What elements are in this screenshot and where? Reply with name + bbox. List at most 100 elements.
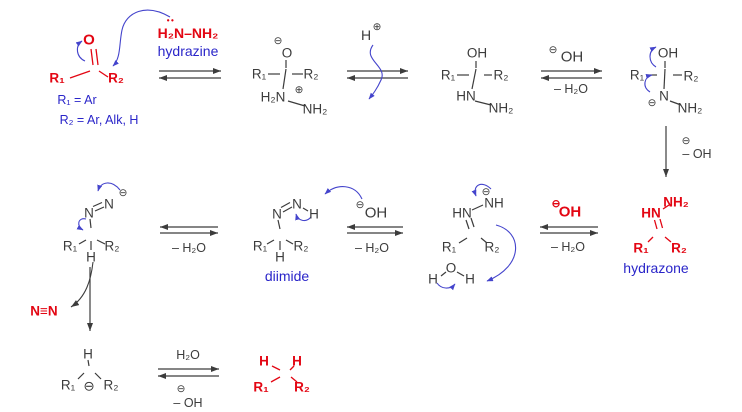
eq3-minus-water-label: – H₂O — [553, 81, 589, 96]
equilibrium-arrows-1 — [159, 68, 221, 81]
zwitterion-NH2-label: NH₂ — [302, 101, 328, 117]
curved-arrow-cn-break-icon — [76, 218, 87, 231]
carbanion-bonds — [77, 359, 102, 380]
alkoxide-R2-label: R₂ — [683, 68, 699, 84]
diimide-CH-label: H — [275, 249, 285, 265]
diimide-R2-label: R₂ — [293, 238, 309, 254]
eq6-minus-water-label: – H₂O — [171, 240, 207, 255]
hydrazone-HN-label: HN — [641, 205, 661, 221]
equilibrium-arrows-7 — [158, 366, 219, 379]
zwitterion-plus-charge: ⊕ — [294, 83, 304, 96]
diazenide-N2-label: N — [104, 196, 114, 212]
ketone-R1-label: R₁ — [49, 70, 65, 86]
curved-arrow-nh-icon — [295, 213, 312, 222]
hydrazone-anion-R2-label: R₂ — [484, 239, 500, 255]
nitrogen-gas-label: N≡N — [30, 303, 58, 319]
zwitterion-bonds — [268, 60, 306, 107]
eq4-hydroxide-minus-charge: ⊖ — [551, 197, 561, 210]
hydrazine-label: hydrazine — [157, 43, 219, 59]
zwitterion-H2N-label: H₂N — [260, 89, 286, 105]
eq4-hydroxide-label: OH — [558, 203, 582, 221]
curved-arrow-protonation-icon — [368, 44, 383, 100]
zwitterion-minus-charge: ⊖ — [273, 34, 283, 47]
diimide-bonds — [266, 201, 309, 250]
alkoxide-OH-label: OH — [657, 45, 679, 61]
curved-arrow-n2-loss-icon — [97, 182, 121, 192]
water-H-right-label: H — [465, 271, 475, 287]
carbinolamine-R2-label: R₂ — [493, 67, 509, 83]
diazenide-bonds — [78, 201, 106, 250]
ketone-R2-label: R₂ — [108, 70, 124, 86]
carbinolamine-R1-label: R₁ — [440, 67, 456, 83]
curved-arrow-hydrazine-attack-icon — [112, 9, 171, 67]
product-R1-label: R₁ — [253, 379, 269, 395]
zwitterion-R1-label: R₁ — [251, 66, 267, 82]
proton-H-label: H — [360, 27, 372, 43]
diimide-N2-label: N — [292, 196, 302, 212]
carbanion-R1-label: R₁ — [60, 377, 76, 393]
carbinolamine-NH2-label: NH₂ — [488, 100, 514, 116]
diazenide-R2-label: R₂ — [104, 238, 120, 254]
ketone-O-label: O — [83, 31, 95, 49]
diimide-NH-H-label: H — [309, 206, 319, 222]
curved-arrow-amide-push-icon — [644, 74, 653, 93]
curved-arrow-carbonyl-icon — [75, 40, 86, 62]
hydrazine-lone-pair-icon: •• — [166, 16, 176, 25]
eq5-hydroxide-label: OH — [364, 204, 388, 222]
zwitterion-R2-label: R₂ — [303, 66, 319, 82]
product-bonds — [270, 365, 298, 383]
water-H-left-label: H — [428, 271, 438, 287]
loss-oh-minus-charge: ⊖ — [681, 134, 691, 147]
diimide-R1-label: R₁ — [252, 238, 268, 254]
eq5-minus-water-label: – H₂O — [354, 240, 390, 255]
diimide-N1-label: N — [272, 206, 282, 222]
equilibrium-arrows-3 — [541, 68, 602, 81]
hydrazine-formula: H₂N–NH₂ — [157, 25, 219, 41]
diazenide-N1-label: N — [84, 205, 94, 221]
product-H-right-label: H — [292, 353, 302, 369]
alkoxide-N-label: N — [659, 88, 669, 104]
curved-arrow-anion-push-icon — [471, 183, 492, 197]
eq7-water-label: H₂O — [176, 347, 200, 362]
legend-line2: R₂ = Ar, Alk, H — [59, 112, 139, 127]
carbanion-R2-label: R₂ — [103, 377, 119, 393]
diazenide-minus-charge: ⊖ — [118, 186, 128, 199]
curved-arrow-water-icon — [436, 282, 456, 291]
zwitterion-O-label: O — [281, 45, 293, 61]
eq7-minus-hydroxide-label: – OH — [173, 395, 203, 410]
curved-arrow-deprotonation-icon — [324, 186, 363, 200]
legend-line1: R₁ = Ar — [57, 92, 97, 107]
diimide-label: diimide — [264, 268, 310, 284]
product-H-left-label: H — [259, 353, 269, 369]
carbinolamine-HN-label: HN — [456, 88, 476, 104]
hydrazone-bonds — [647, 204, 672, 243]
product-R2-label: R₂ — [294, 379, 310, 395]
eq3-hydroxide-minus-charge: ⊖ — [548, 43, 558, 56]
hydrazone-R2-label: R₂ — [671, 240, 687, 256]
carbanion-H-label: H — [83, 346, 93, 362]
eq4-minus-water-label: – H₂O — [550, 239, 586, 254]
carbanion-minus-charge: ⊖ — [83, 378, 95, 394]
equilibrium-arrows-6 — [160, 224, 218, 236]
eq3-hydroxide-label: OH — [560, 48, 584, 66]
eq7-hydroxide-minus-charge: ⊖ — [176, 382, 186, 395]
alkoxide-R1-label: R₁ — [629, 67, 645, 83]
eq5-hydroxide-minus-charge: ⊖ — [355, 198, 365, 211]
proton-plus-charge: ⊕ — [372, 20, 382, 33]
hydrazone-anion-bonds — [440, 204, 488, 277]
ketone-bonds — [69, 48, 109, 79]
curved-arrow-nitrogen-release-icon — [70, 261, 94, 308]
alkoxide-NH2-label: NH₂ — [677, 100, 703, 116]
loss-oh-label: – OH — [682, 146, 712, 161]
equilibrium-arrows-4 — [540, 224, 598, 236]
hydrazone-anion-HN-label: HN — [452, 205, 472, 221]
equilibrium-arrows-5 — [347, 224, 403, 236]
hydrazone-NH2-label: NH₂ — [663, 194, 689, 210]
carbinolamine-bonds — [457, 61, 492, 106]
hydrazone-anion-minus-charge: ⊖ — [481, 185, 491, 198]
curved-arrow-carbon-protonation-icon — [486, 224, 517, 282]
alkoxide-minus-charge: ⊖ — [647, 96, 657, 109]
curved-arrow-oh-leaving-icon — [649, 46, 657, 68]
